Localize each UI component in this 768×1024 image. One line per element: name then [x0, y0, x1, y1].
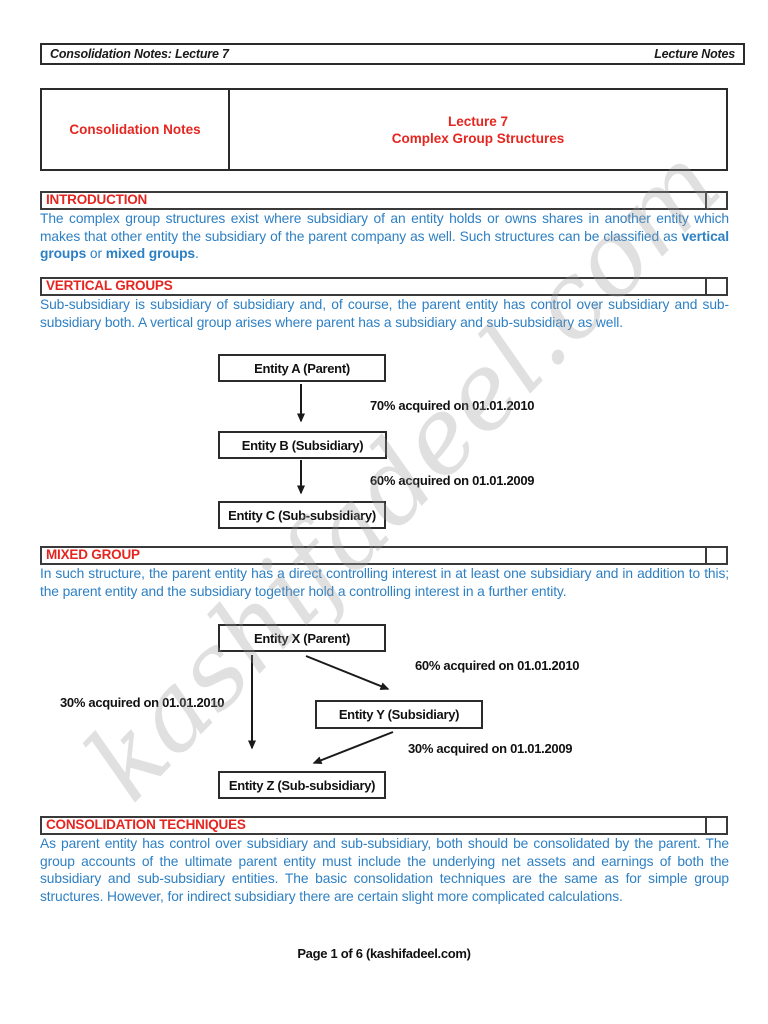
introduction-bold-mixed-groups: mixed groups — [105, 246, 195, 262]
heading-end-cell — [707, 548, 726, 563]
introduction-bold-vertical-groups: vertical groups — [40, 228, 729, 262]
label-a-to-b: 70% acquired on 01.01.2010 — [370, 398, 535, 413]
entity-x-box: Entity X (Parent) — [218, 624, 386, 652]
mixed-group-heading: MIXED GROUP — [42, 548, 707, 563]
lecture-number: Lecture 7 — [447, 113, 509, 129]
consolidation-techniques-paragraph: As parent entity has control over subsid… — [40, 836, 729, 904]
title-table: Consolidation Notes Lecture 7 Complex Gr… — [40, 88, 728, 171]
entity-y-box: Entity Y (Subsidiary) — [315, 700, 483, 729]
mixed-group-paragraph: In such structure, the parent entity has… — [40, 566, 729, 599]
label-y-to-z: 30% acquired on 01.01.2009 — [408, 741, 573, 756]
introduction-heading-bar: INTRODUCTION — [40, 191, 728, 210]
page-header-left: Consolidation Notes: Lecture 7 — [50, 47, 229, 61]
title-table-right-cell: Lecture 7 Complex Group Structures — [230, 90, 726, 169]
entity-a-box: Entity A (Parent) — [218, 354, 386, 382]
mixed-group-heading-bar: MIXED GROUP — [40, 546, 728, 565]
vertical-groups-paragraph: Sub-subsidiary is subsidiary of subsidia… — [40, 297, 729, 330]
vertical-groups-heading-bar: VERTICAL GROUPS — [40, 277, 728, 296]
title-table-left-cell: Consolidation Notes — [42, 90, 230, 169]
entity-b-box: Entity B (Subsidiary) — [218, 431, 387, 459]
introduction-paragraph: The complex group structures exist where… — [40, 210, 729, 263]
label-x-to-z: 30% acquired on 01.01.2010 — [60, 695, 225, 710]
introduction-heading: INTRODUCTION — [42, 193, 707, 208]
introduction-text-mid: or — [86, 246, 106, 262]
page-header-band: Consolidation Notes: Lecture 7 Lecture N… — [40, 43, 745, 65]
lecture-title: Complex Group Structures — [391, 130, 565, 146]
entity-z-box: Entity Z (Sub-subsidiary) — [218, 771, 386, 799]
consolidation-techniques-heading: CONSOLIDATION TECHNIQUES — [42, 818, 707, 833]
vertical-groups-heading: VERTICAL GROUPS — [42, 279, 707, 294]
heading-end-cell — [707, 818, 726, 833]
label-b-to-c: 60% acquired on 01.01.2009 — [370, 473, 535, 488]
introduction-text-end: . — [194, 246, 199, 262]
consolidation-techniques-heading-bar: CONSOLIDATION TECHNIQUES — [40, 816, 728, 835]
page-header-right: Lecture Notes — [654, 47, 735, 61]
heading-end-cell — [707, 279, 726, 294]
introduction-text-start: The complex group structures exist where… — [40, 211, 729, 244]
page-footer: Page 1 of 6 (kashifadeel.com) — [297, 946, 471, 961]
entity-c-box: Entity C (Sub-subsidiary) — [218, 501, 386, 529]
heading-end-cell — [707, 193, 726, 208]
label-x-to-y: 60% acquired on 01.01.2010 — [415, 658, 580, 673]
